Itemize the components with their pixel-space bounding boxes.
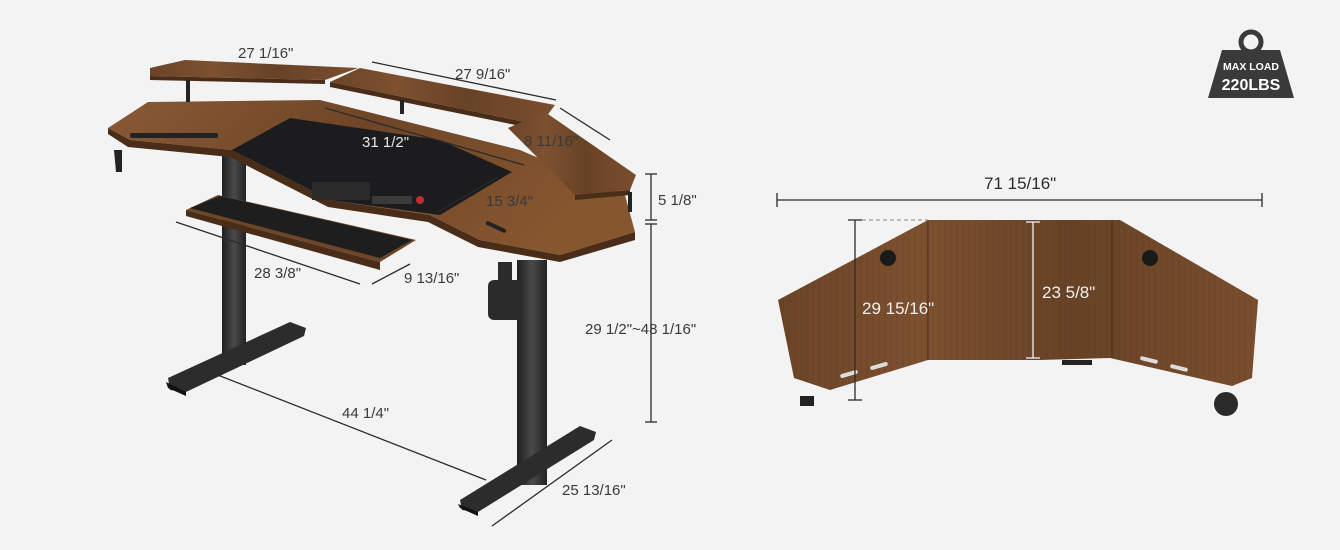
dim-keyboard-width: 28 3/8": [254, 265, 301, 282]
dim-shelf-height: 5 1/8": [658, 192, 697, 209]
control-box: [312, 182, 370, 200]
dim-mat-depth: 15 3/4": [486, 193, 533, 210]
dim-top-shelf-left: 27 1/16": [238, 45, 293, 62]
upper-shelf-right: [330, 68, 555, 125]
desk-mat: [232, 118, 512, 215]
upper-shelf-left: [150, 60, 358, 80]
dim-keyboard-depth: 9 13/16": [404, 270, 459, 287]
left-leg: [222, 150, 246, 365]
cup-holder: [488, 280, 522, 320]
dim-side-shelf: 8 11/16": [524, 133, 578, 150]
left-foot: [168, 322, 306, 392]
dim-side-depth: 29 15/16": [862, 299, 934, 318]
dim-center-depth: 23 5/8": [1042, 283, 1095, 302]
desk-illustration: [108, 60, 636, 516]
top-view-dimension-lines: [776, 193, 1263, 401]
dim-total-width: 71 15/16": [984, 174, 1056, 193]
dim-height-range: 29 1/2"~48 1/16": [585, 321, 696, 338]
right-foot: [460, 426, 596, 512]
weight-icon: [1208, 50, 1294, 98]
badge-line2: 220LBS: [1222, 77, 1281, 94]
dim-base-width: 44 1/4": [342, 405, 389, 422]
dim-top-shelf-right: 27 9/16": [455, 66, 510, 83]
dim-base-depth: 25 13/16": [562, 482, 626, 499]
dim-mat-width: 31 1/2": [362, 134, 409, 151]
desk-dimension-lines: [175, 61, 657, 527]
side-shelf: [508, 112, 636, 195]
badge-line1: MAX LOAD: [1223, 61, 1279, 73]
desk-top-view: [778, 220, 1258, 416]
weight-handle-icon: [1238, 29, 1264, 55]
max-load-badge: MAX LOAD 220LBS: [1208, 29, 1294, 98]
